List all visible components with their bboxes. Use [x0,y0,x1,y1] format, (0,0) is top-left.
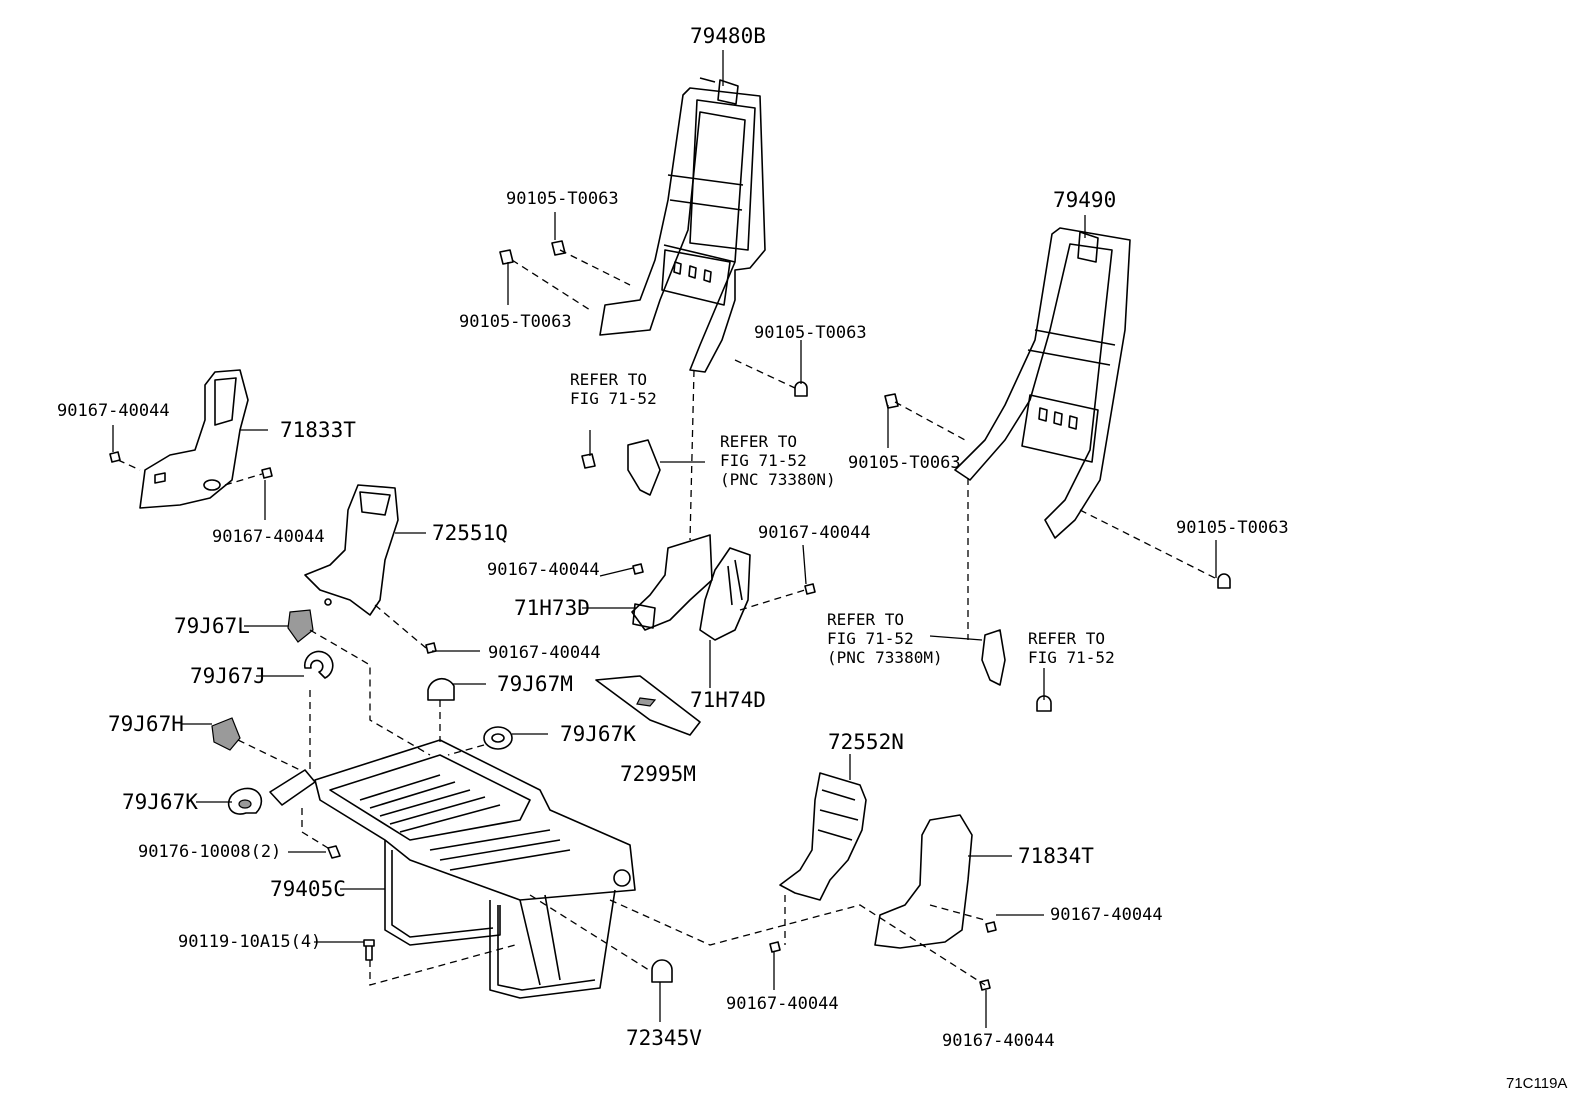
label-90176-10008[interactable]: 90176-10008(2) [138,842,282,862]
label-90167-40044-a[interactable]: 90167-40044 [57,401,170,421]
label-71833t[interactable]: 71833T [280,418,356,442]
label-79405c[interactable]: 79405C [270,877,346,901]
refer-note-3[interactable]: REFER TO FIG 71-52 (PNC 73380M) [827,610,943,667]
label-71h73d[interactable]: 71H73D [514,596,590,620]
label-79j67m[interactable]: 79J67M [497,672,573,696]
label-90167-40044-e[interactable]: 90167-40044 [488,643,601,663]
label-90167-40044-g[interactable]: 90167-40044 [726,994,839,1014]
seat-frame-79405c[interactable] [269,739,636,999]
seatbelt-buckle-73380m[interactable] [981,629,1006,686]
label-90105-t0063-c[interactable]: 90105-T0063 [754,323,867,343]
leader-lines [112,50,1217,1028]
cap-79j67h[interactable] [211,717,241,751]
assembly-lines [117,249,1216,986]
seatbelt-buckle-73380n[interactable] [627,439,661,496]
label-72995m[interactable]: 72995M [620,762,696,786]
cap-79j67m[interactable] [427,677,455,701]
refer-note-4[interactable]: REFER TO FIG 71-52 [1028,629,1115,667]
label-71834t[interactable]: 71834T [1018,844,1094,868]
cover-72552n[interactable] [779,772,867,901]
label-90105-t0063-b[interactable]: 90105-T0063 [459,312,572,332]
label-90167-40044-d[interactable]: 90167-40044 [758,523,871,543]
label-79j67j[interactable]: 79J67J [190,664,266,688]
label-90167-40044-f[interactable]: 90167-40044 [1050,905,1163,925]
label-79j67h[interactable]: 79J67H [108,712,184,736]
label-79490[interactable]: 79490 [1053,188,1117,212]
label-79j67l[interactable]: 79J67L [174,614,250,638]
label-90119-10a15[interactable]: 90119-10A15(4) [178,932,322,952]
seatback-frame-79480b[interactable] [599,77,766,373]
label-90167-40044-b[interactable]: 90167-40044 [212,527,325,547]
label-90105-t0063-a[interactable]: 90105-T0063 [506,189,619,209]
fasteners [109,240,1231,991]
cover-71h73d[interactable] [631,534,713,631]
cap-79j67k-upper[interactable] [483,726,513,750]
label-79j67k-upper[interactable]: 79J67K [560,722,636,746]
label-72552n[interactable]: 72552N [828,730,904,754]
cap-79j67k-lower[interactable] [227,787,263,815]
refer-note-1[interactable]: REFER TO FIG 71-52 [570,370,657,408]
label-71h74d[interactable]: 71H74D [690,688,766,712]
label-72551q[interactable]: 72551Q [432,521,508,545]
cap-79j67l[interactable] [287,609,314,643]
cover-72551q[interactable] [304,484,399,616]
shield-71833t[interactable] [139,369,249,509]
label-79j67k-lower[interactable]: 79J67K [122,790,198,814]
cap-79j67j[interactable] [303,650,334,679]
cover-71h74d[interactable] [699,547,751,641]
label-90105-t0063-e[interactable]: 90105-T0063 [1176,518,1289,538]
label-90167-40044-h[interactable]: 90167-40044 [942,1031,1055,1051]
pad-72995m[interactable] [595,675,701,736]
label-72345v[interactable]: 72345V [626,1026,702,1050]
seatback-frame-79490[interactable] [954,227,1131,539]
figure-id: 71C119A [1506,1075,1568,1092]
shield-71834t[interactable] [874,814,973,949]
label-90105-t0063-d[interactable]: 90105-T0063 [848,453,961,473]
refer-note-2[interactable]: REFER TO FIG 71-52 (PNC 73380N) [720,432,836,489]
label-79480b[interactable]: 79480B [690,24,766,48]
label-90167-40044-c[interactable]: 90167-40044 [487,560,600,580]
